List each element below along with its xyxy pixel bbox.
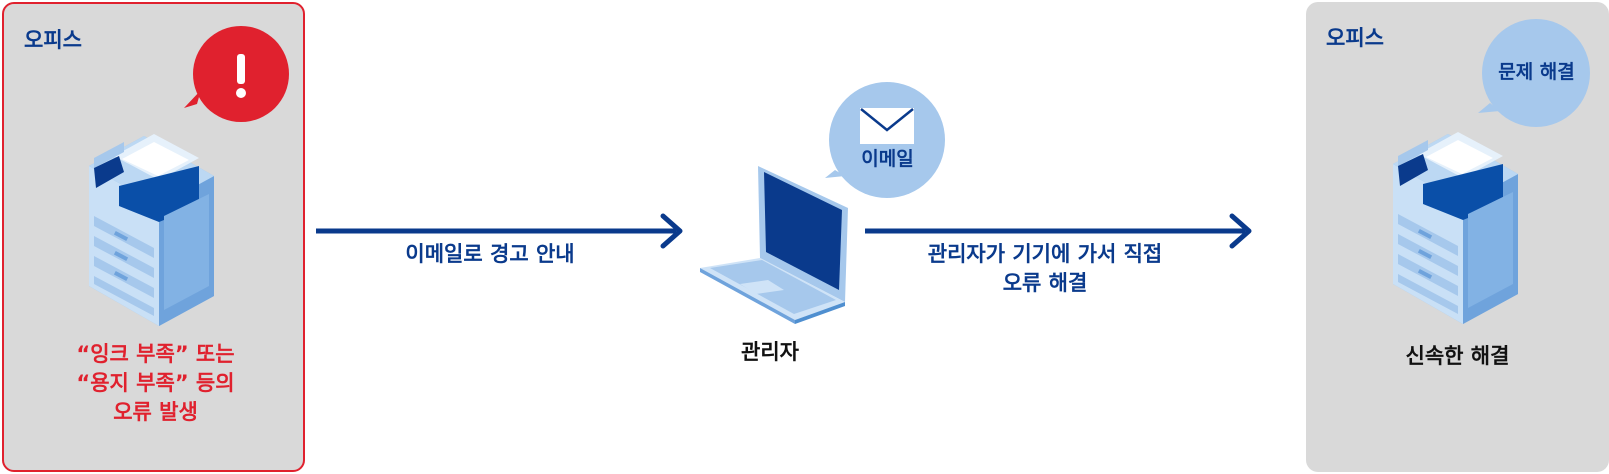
center-caption: 관리자 (741, 340, 799, 364)
arrow-right-1 (316, 213, 683, 249)
printer-icon (89, 134, 214, 326)
arrow-right-2 (865, 213, 1252, 249)
right-panel-title: 오피스 (1326, 26, 1384, 50)
email-bubble-label: 이메일 (861, 148, 914, 170)
right-panel-caption: 신속한 해결 (1405, 344, 1510, 368)
arrow1-label: 이메일로 경고 안내 (405, 242, 575, 266)
left-panel-caption: “잉크 부족” 또는 “용지 부족” 등의 오류 발생 (76, 342, 235, 424)
left-office-panel: 오피스 “잉크 부족” 또는 “용지 부족” 등의 오류 발생 (2, 2, 305, 472)
laptop-icon (700, 166, 848, 324)
arrow2-label: 관리자가 기기에 가서 직접 오류 해결 (927, 242, 1163, 295)
alert-icon (184, 26, 289, 122)
resolved-bubble (1478, 19, 1590, 127)
envelope-icon (860, 108, 914, 144)
left-panel-title: 오피스 (24, 28, 82, 52)
resolved-bubble-label: 문제 해결 (1498, 61, 1575, 83)
email-bubble (825, 82, 945, 198)
right-office-panel: 오피스 문제 해결 신속한 해결 (1306, 2, 1609, 472)
printer-icon (1393, 132, 1518, 324)
